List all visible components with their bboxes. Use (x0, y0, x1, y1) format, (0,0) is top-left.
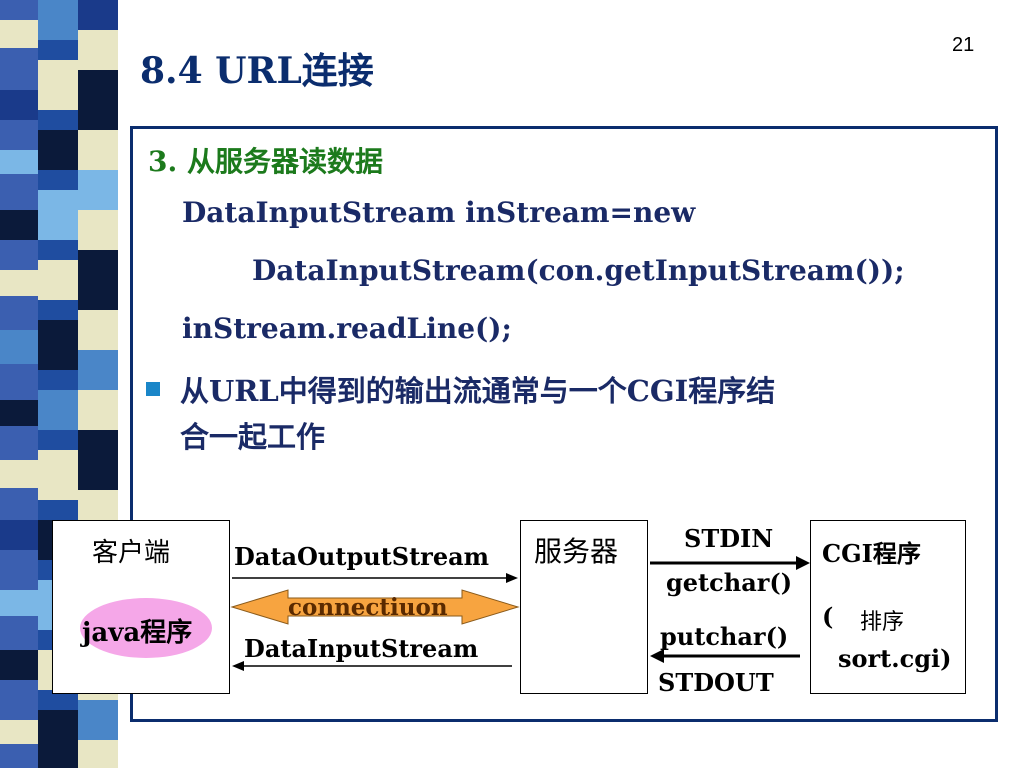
bullet-text: 从URL中得到的输出流通常与一个CGI程序结 (180, 374, 776, 408)
page-number: 21 (952, 34, 975, 56)
connection-double-arrow (230, 589, 520, 625)
output-stream-arrowhead (506, 573, 518, 583)
server-box (520, 520, 648, 694)
bullet-text: 合一起工作 (180, 420, 326, 454)
client-box (52, 520, 230, 694)
stdin-arrowhead (796, 556, 810, 570)
page-title: 8.4 URL连接 (140, 50, 374, 92)
server-label: 服务器 (534, 535, 619, 568)
input-stream-arrowhead (232, 661, 244, 671)
step-heading: 3. 从服务器读数据 (148, 145, 383, 178)
input-stream-label: DataInputStream (244, 634, 479, 663)
stdout-label: STDOUT (658, 668, 774, 697)
output-stream-label: DataOutputStream (234, 542, 490, 571)
client-label: 客户端 (92, 538, 171, 568)
sort-file-label: sort.cgi) (838, 644, 952, 673)
code-line: DataInputStream(con.getInputStream()); (252, 254, 905, 287)
connection-label: connectiuon (288, 594, 448, 621)
sort-paren-open: ( (822, 602, 834, 631)
bullet-icon (146, 382, 160, 396)
code-line: DataInputStream inStream=new (182, 196, 696, 229)
java-program-ellipse (80, 598, 212, 658)
getchar-label: getchar() (666, 568, 793, 597)
java-program-label: java程序 (82, 618, 193, 648)
code-line: inStream.readLine(); (182, 312, 512, 345)
putchar-label: putchar() (660, 622, 789, 651)
sort-cn-label: 排序 (860, 610, 905, 635)
cgi-box (810, 520, 966, 694)
cgi-program-label: CGI程序 (822, 539, 921, 568)
stdout-arrowhead (650, 649, 664, 663)
stdin-label: STDIN (684, 524, 774, 553)
